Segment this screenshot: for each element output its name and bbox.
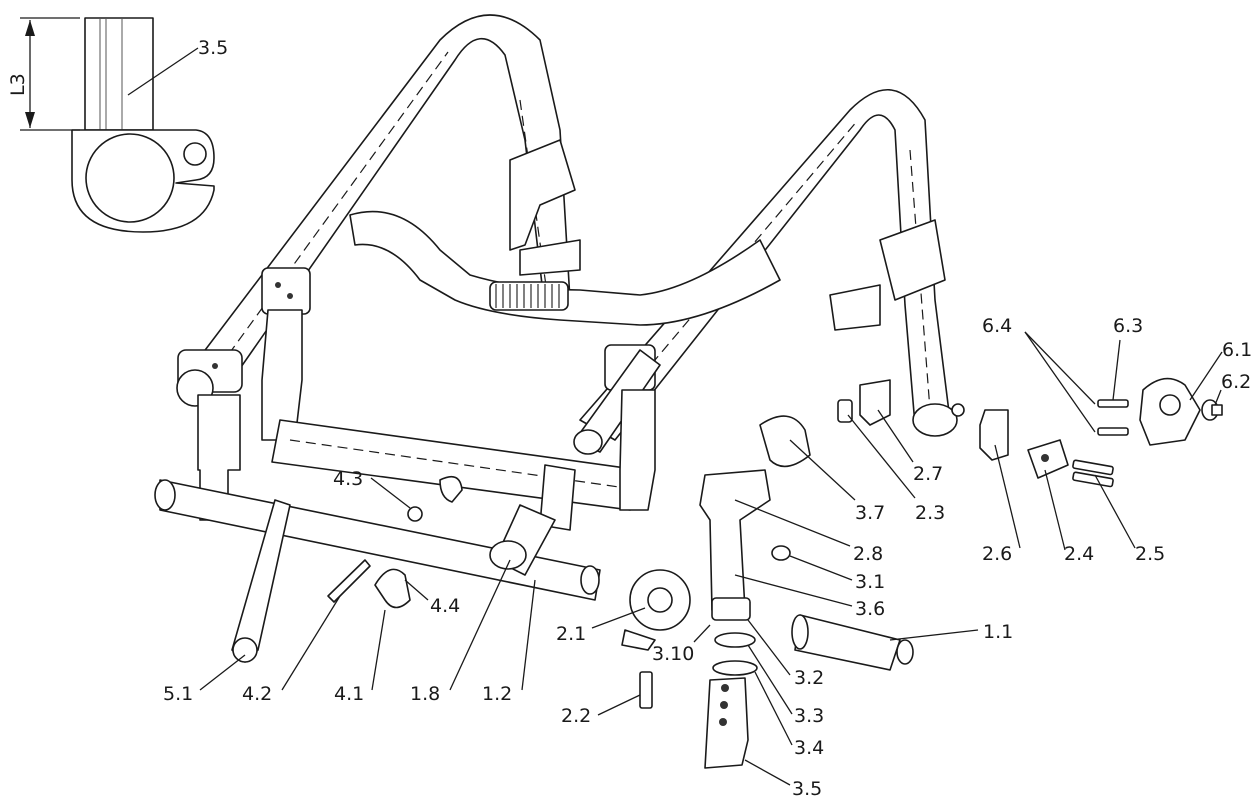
- callout-6-2: 6.2: [1221, 371, 1251, 393]
- callout-5-1: 5.1: [163, 683, 193, 705]
- part-6-1-clamp: [1139, 377, 1201, 446]
- callout-3-5-top: 3.5: [198, 37, 228, 59]
- callout-3-3: 3.3: [794, 705, 824, 727]
- callout-2-6: 2.6: [982, 543, 1012, 565]
- part-2-1-clamp-ring: [621, 569, 691, 651]
- inset-detail-clamp: L3: [7, 17, 215, 233]
- callout-6-3: 6.3: [1113, 315, 1143, 337]
- part-4-3-nut: [407, 506, 423, 522]
- callout-1-8: 1.8: [410, 683, 440, 705]
- part-2-3-bracket: [837, 379, 891, 426]
- part-1-8-sleeve: [489, 464, 576, 576]
- part-3-1-pin: [771, 545, 791, 561]
- part-2-6-clip: [979, 409, 1009, 461]
- callout-6-4: 6.4: [982, 315, 1012, 337]
- callout-3-5-bottom: 3.5: [792, 778, 822, 800]
- callout-1-1: 1.1: [983, 621, 1013, 643]
- left-lower-clamp: [176, 349, 243, 407]
- callout-3-7: 3.7: [855, 502, 885, 524]
- part-3-5-foot: [704, 677, 749, 769]
- callout-3-1: 3.1: [855, 571, 885, 593]
- callout-6-1: 6.1: [1222, 339, 1252, 361]
- callout-2-8: 2.8: [853, 543, 883, 565]
- callout-3-10: 3.10: [652, 643, 694, 665]
- part-3-4-ring: [712, 660, 758, 676]
- leader-lines: [127, 47, 1223, 786]
- callout-3-2: 3.2: [794, 667, 824, 689]
- part-3-7-sleeve: [759, 415, 811, 468]
- callout-4-4: 4.4: [430, 595, 460, 617]
- part-2-2-screw: [639, 671, 653, 709]
- right-rear-leg: [619, 389, 656, 511]
- callout-4-2: 4.2: [242, 683, 272, 705]
- left-crossbar: [154, 479, 601, 601]
- part-5-1-lever: [231, 499, 291, 663]
- dimension-label-l3: L3: [7, 73, 29, 96]
- frame-strap-right: [829, 219, 946, 331]
- frame-cross-bar: [349, 210, 781, 326]
- callout-2-7: 2.7: [913, 463, 943, 485]
- part-2-5-bolts: [1072, 459, 1114, 488]
- part-4-2-bolt: [327, 559, 371, 603]
- part-6-4-bolt: [1097, 427, 1129, 436]
- part-2-4-block: [1027, 439, 1069, 479]
- frame-strap-left: [509, 139, 581, 276]
- callout-labels: 3.5 6.4 6.3 6.1 6.2 2.7 2.3 3.7 4.3 2.8 …: [163, 37, 1252, 800]
- part-4-1-bracket: [374, 568, 411, 609]
- part-3-3-ring: [714, 632, 756, 648]
- callout-2-3: 2.3: [915, 502, 945, 524]
- part-6-3-bolt: [1097, 399, 1129, 408]
- left-upper-clamp: [261, 267, 311, 315]
- callout-2-2: 2.2: [561, 705, 591, 727]
- callout-3-4: 3.4: [794, 737, 824, 759]
- callout-3-6: 3.6: [855, 598, 885, 620]
- callout-1-2: 1.2: [482, 683, 512, 705]
- right-upper-clamp: [573, 344, 661, 455]
- part-6-2-knob: [1201, 399, 1223, 421]
- rear-wheel-hub: [912, 403, 965, 437]
- callout-2-5: 2.5: [1135, 543, 1165, 565]
- callout-4-1: 4.1: [334, 683, 364, 705]
- part-3-6-column: [699, 469, 771, 621]
- callout-4-3: 4.3: [333, 468, 363, 490]
- callout-2-1: 2.1: [556, 623, 586, 645]
- part-1-1-tube: [791, 614, 914, 671]
- callout-2-4: 2.4: [1064, 543, 1094, 565]
- part-4-4-clip: [439, 475, 463, 503]
